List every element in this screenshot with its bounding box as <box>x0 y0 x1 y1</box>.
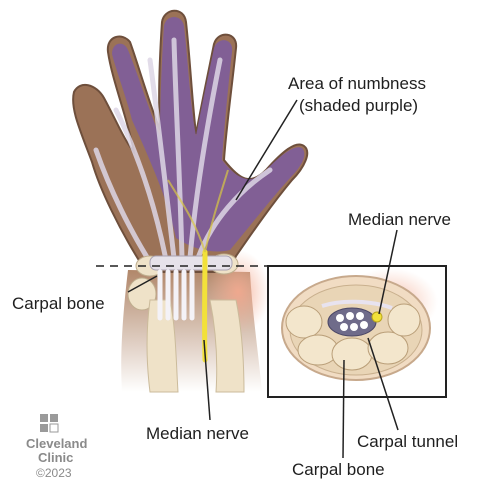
cleveland-clinic-logo-icon <box>40 414 58 432</box>
logo-line2: Clinic <box>38 450 73 465</box>
transverse-ligament <box>150 256 232 270</box>
numbness-label-line2: (shaded purple) <box>299 96 418 116</box>
logo-line1: Cleveland <box>26 436 87 451</box>
numbness-label-line1: Area of numbness <box>288 74 426 94</box>
carpal-tunnel-label: Carpal tunnel <box>357 432 458 452</box>
median-nerve-label-top: Median nerve <box>348 210 451 230</box>
median-nerve-label-bottom: Median nerve <box>146 424 249 444</box>
carpal-bone-label-bottom: Carpal bone <box>292 460 385 480</box>
logo-copyright: ©2023 <box>36 466 72 481</box>
carpal-bone-label-left: Carpal bone <box>12 294 105 314</box>
median-nerve-section <box>372 312 382 322</box>
wrist-cross-section <box>282 276 430 380</box>
